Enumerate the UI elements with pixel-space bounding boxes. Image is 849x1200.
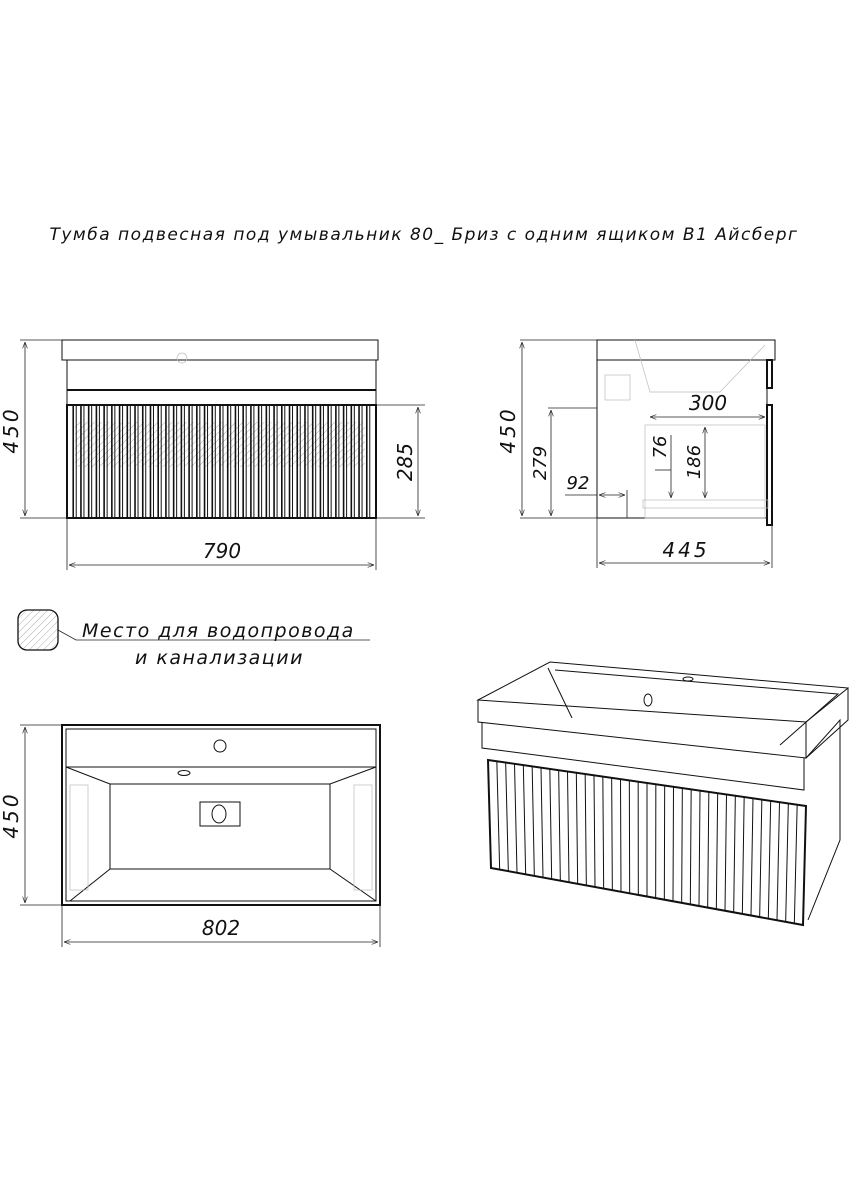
iso-drawer-slat-line xyxy=(593,775,596,888)
iso-drawer-slat-line xyxy=(611,777,613,891)
iso-drawer-slat-line xyxy=(567,771,570,883)
top-width-label: 802 xyxy=(202,916,240,940)
hatch-swatch xyxy=(17,609,59,651)
front-height-label: 450 xyxy=(0,406,23,453)
top-view: 450 802 xyxy=(0,724,381,947)
front-view: 450 285 790 xyxy=(0,339,425,570)
iso-drawer-slat-line xyxy=(620,779,622,892)
iso-drawer-slat-line xyxy=(750,798,754,916)
side-height-label: 450 xyxy=(496,406,520,453)
legend-line2: и канализации xyxy=(135,647,304,669)
iso-drawer-slat-line xyxy=(496,761,501,870)
iso-drawer-slat-line xyxy=(514,763,518,873)
iso-drawer-slat-line xyxy=(733,795,736,913)
iso-drawer-slat-line xyxy=(531,766,535,876)
front-width-label: 790 xyxy=(203,539,241,563)
iso-drawer-slat-line xyxy=(681,788,683,903)
drawer-height-label: 285 xyxy=(393,443,417,481)
iso-drawer-slat-line xyxy=(785,803,789,922)
legend-line1: Место для водопровода xyxy=(82,620,355,642)
iso-drawer-slat-line xyxy=(505,762,509,872)
drawer-fluting xyxy=(72,406,371,517)
iso-drawer-slat-line xyxy=(741,797,745,914)
side-depth-label: 445 xyxy=(662,538,709,562)
iso-drawer-slat-line xyxy=(715,793,719,910)
iso-drawer-slat-line xyxy=(698,790,701,907)
iso-drawer-slat-line xyxy=(549,768,553,880)
dim-92-label: 92 xyxy=(567,473,590,494)
iso-drawer-slat-line xyxy=(724,794,727,911)
top-depth-label: 450 xyxy=(0,791,23,838)
drawing-title: Тумба подвесная под умывальник 80_ Бриз … xyxy=(49,225,798,245)
dim-279-label: 279 xyxy=(530,446,551,480)
iso-drawer-slat-line xyxy=(584,774,587,886)
iso-drawer-slat-line xyxy=(776,802,780,921)
iso-drawer-slat-line xyxy=(767,800,772,919)
dim-186-label: 186 xyxy=(684,445,705,479)
side-view: 450 279 92 300 76 186 445 xyxy=(496,339,776,568)
dim-300-label: 300 xyxy=(689,391,727,415)
iso-drawer-slat-line xyxy=(558,770,561,881)
iso-drawer-slat-line xyxy=(793,804,798,924)
iso-drawer-fluting xyxy=(496,761,798,924)
iso-drawer-slat-line xyxy=(672,786,674,902)
iso-drawer-slat-line xyxy=(759,799,763,918)
isometric-view xyxy=(476,661,849,927)
iso-drawer-slat-line xyxy=(540,767,544,878)
dim-76-label: 76 xyxy=(650,436,671,459)
iso-drawer-slat-line xyxy=(689,789,692,905)
legend: Место для водопровода и канализации xyxy=(17,609,370,669)
iso-drawer-slat-line xyxy=(575,772,579,884)
iso-drawer-slat-line xyxy=(602,776,605,889)
iso-drawer-slat-line xyxy=(707,791,710,908)
iso-drawer-slat-line xyxy=(522,765,527,875)
